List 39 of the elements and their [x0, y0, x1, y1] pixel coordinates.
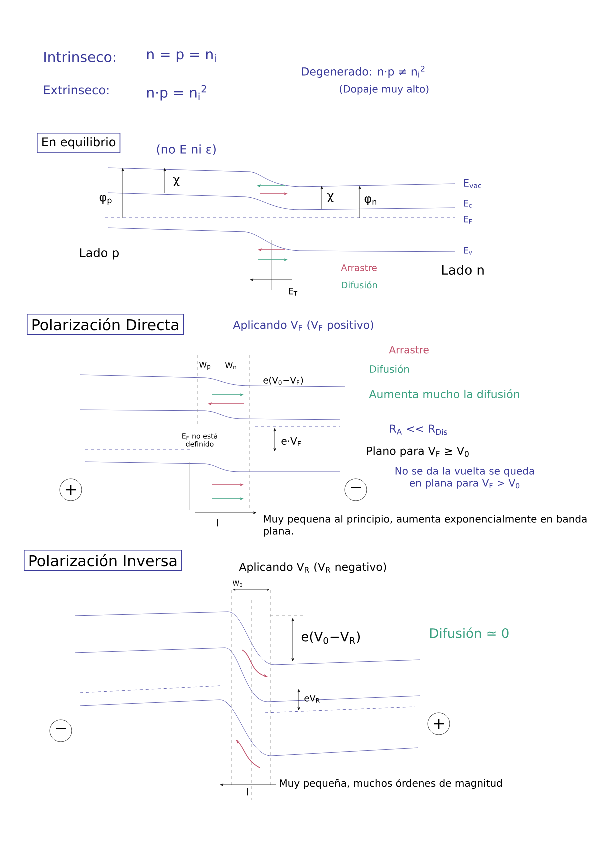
- text-label: χ: [328, 193, 334, 203]
- text-label: Aplicando V$_{F}$ (V$_{F}$ positivo): [233, 320, 374, 332]
- text-label: e(V$_{0}$−V$_{F}$): [264, 376, 304, 386]
- heading-box: Polarización Directa: [27, 314, 184, 336]
- text-label: Aplicando V$_{R}$ (V$_{R}$ negativo): [239, 562, 386, 574]
- text-label: W$_{p}$: [199, 362, 211, 370]
- text-label: Plano para V$_{F}$ ≥ V$_{0}$: [367, 446, 469, 458]
- text-label: Difusión ≃ 0: [430, 628, 509, 638]
- text-label: e·V$_{F}$: [282, 438, 301, 446]
- text-label: Muy pequena al principio, aumenta exponencialmente en banda plana.: [264, 515, 587, 537]
- text-label: E$_{vac}$: [464, 180, 482, 188]
- text-label: Lado p: [80, 248, 119, 260]
- text-label: Intrinseco:: [44, 52, 116, 62]
- text-label: Arrastre: [341, 264, 377, 272]
- text-label: χ: [174, 177, 180, 187]
- heading-box: Polarización Inversa: [24, 550, 182, 572]
- text-label: (no E ni ε): [157, 144, 216, 156]
- text-label: E$_{v}$: [464, 247, 472, 255]
- text-label: Extrinseco:: [44, 85, 109, 95]
- text-label: E$_{F}$: [464, 216, 472, 224]
- text-label: e(V$_{0}$−V$_{R}$): [302, 632, 360, 644]
- text-label: E$_{T}$: [289, 288, 298, 296]
- text-label: No se da la vuelta se queda en plana para V$_{F}$ > V$_{0}$: [396, 467, 534, 489]
- heading-box: En equilibrio: [37, 133, 121, 154]
- text-label: W$_{n}$: [225, 362, 236, 370]
- text-label: Lado n: [442, 264, 484, 276]
- text-label: R$_{A}$ << R$_{Dis}$: [390, 424, 448, 436]
- text-label: φ$_{n}$: [364, 196, 376, 206]
- text-label: Aumenta mucho la difusión: [369, 390, 520, 398]
- text-label: φ$_{p}$: [100, 194, 112, 206]
- text-label: E$_{c}$: [464, 200, 472, 208]
- text-label: n = p = n$_{i}$: [147, 52, 216, 62]
- text-label: Arrastre: [389, 346, 429, 354]
- text-label: (Dopaje muy alto): [340, 85, 429, 95]
- text-label: eV$_{R}$: [304, 695, 320, 703]
- text-label: n·p = n$_{i}$2: [147, 85, 206, 101]
- text-label: Difusión: [342, 281, 378, 289]
- text-label: Difusión: [370, 364, 410, 374]
- text-label: Muy pequeña, muchos órdenes de magnitud: [280, 778, 502, 790]
